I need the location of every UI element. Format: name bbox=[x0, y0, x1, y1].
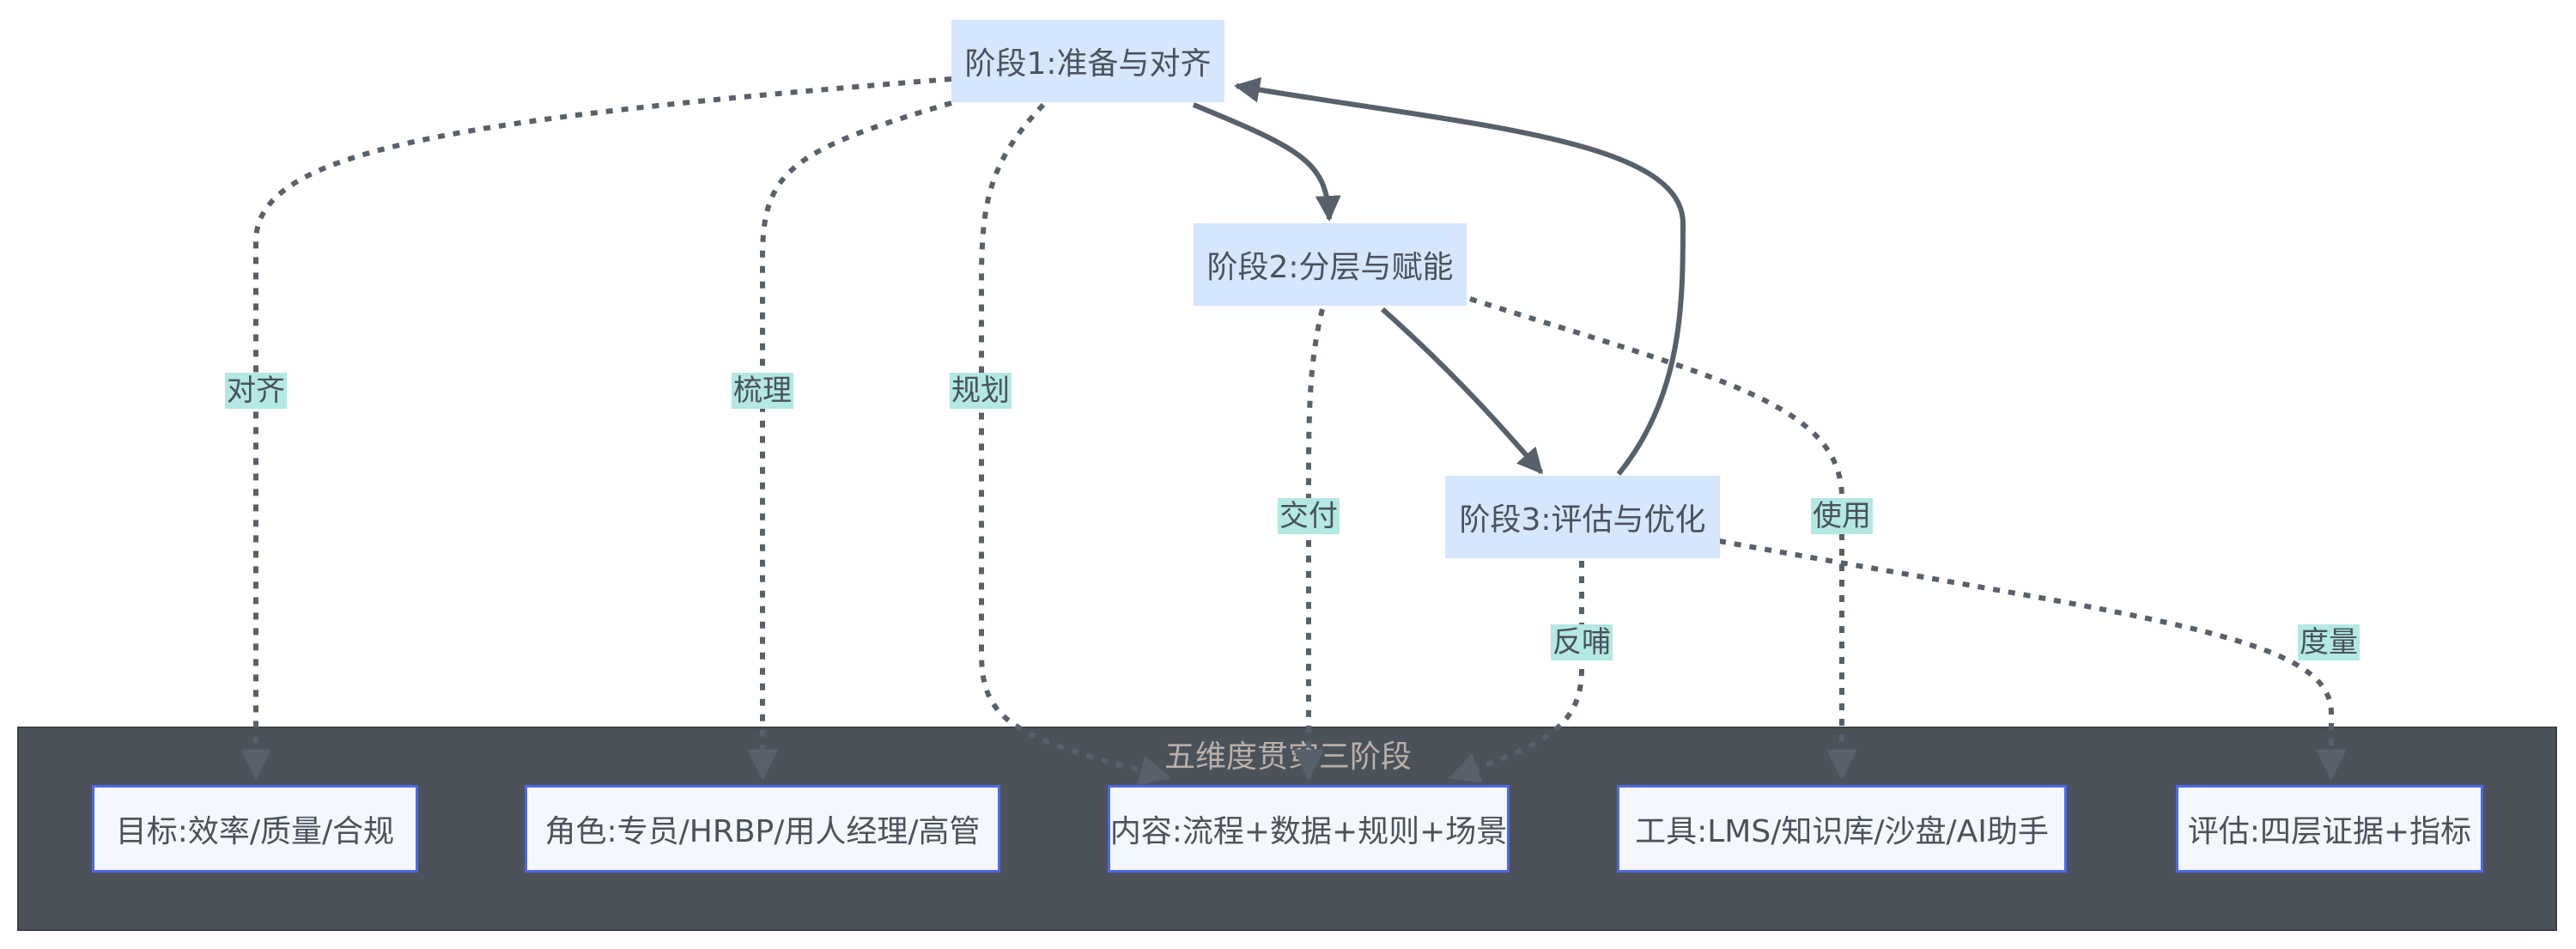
edge-s3-d3 bbox=[1448, 561, 1584, 783]
dimension-goal-node[interactable]: 目标:效率/质量/合规 bbox=[92, 785, 418, 873]
edge-label-use: 使用 bbox=[1811, 498, 1873, 534]
edge-s1-s2 bbox=[1192, 102, 1341, 222]
edge-label-plan: 规划 bbox=[950, 373, 1012, 409]
edge-label-sort: 梳理 bbox=[732, 373, 793, 409]
dimension-eval-node[interactable]: 评估:四层证据+指标 bbox=[2176, 785, 2483, 873]
edge-s1-d2 bbox=[747, 100, 952, 781]
edge-s1-d3 bbox=[979, 102, 1171, 786]
dimension-role-node[interactable]: 角色:专员/HRBP/用人经理/高管 bbox=[525, 785, 1000, 873]
stage-1-node[interactable]: 阶段1:准备与对齐 bbox=[951, 20, 1224, 102]
stage-3-node[interactable]: 阶段3:评估与优化 bbox=[1445, 476, 1720, 558]
edge-s3-d5 bbox=[1718, 538, 2347, 781]
dimension-tools-node[interactable]: 工具:LMS/知识库/沙盘/AI助手 bbox=[1617, 785, 2067, 873]
edge-label-measure: 度量 bbox=[2298, 624, 2360, 660]
edge-label-feedback: 反哺 bbox=[1551, 624, 1613, 660]
edge-label-deliver: 交付 bbox=[1278, 498, 1340, 534]
edge-s2-d3 bbox=[1293, 308, 1325, 781]
edge-s1-d1 bbox=[240, 76, 952, 781]
dimension-content-node[interactable]: 内容:流程+数据+规则+场景 bbox=[1108, 785, 1510, 873]
edge-label-align: 对齐 bbox=[225, 373, 287, 409]
cluster-title: 五维度贯穿三阶段 bbox=[1163, 739, 1412, 775]
stage-2-node[interactable]: 阶段2:分层与赋能 bbox=[1194, 223, 1467, 306]
edge-s2-s3 bbox=[1381, 307, 1544, 475]
edge-s3-s1 bbox=[1234, 76, 1686, 476]
